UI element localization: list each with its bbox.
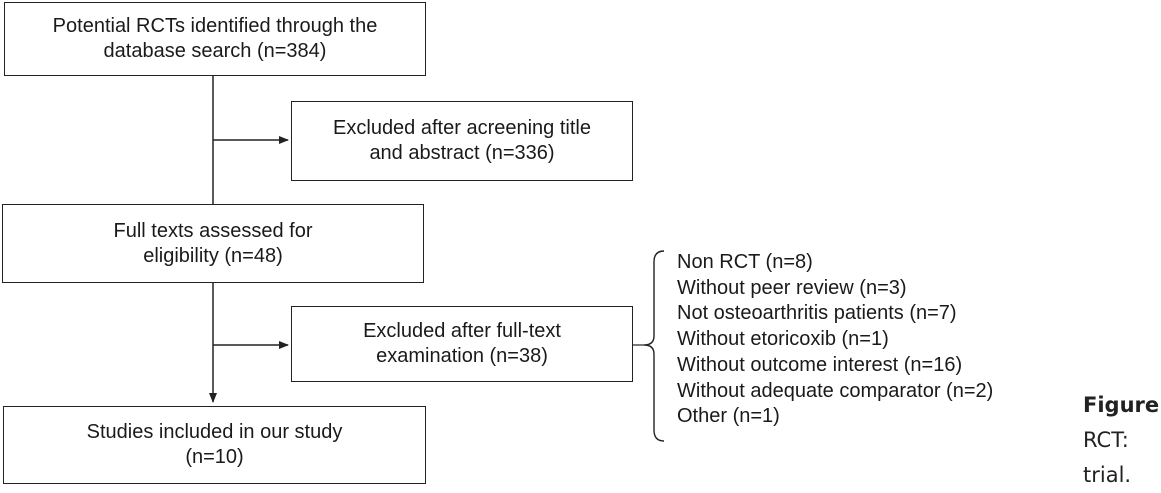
exclusion-reason: Without peer review (n=3) — [677, 276, 907, 299]
figure-caption: Figure RCT: trial. — [1083, 388, 1159, 493]
excluded-full-text-text: Excluded after full-text examination (n=… — [363, 320, 561, 367]
identified-records-box: Potential RCTs identified through the da… — [4, 2, 426, 76]
excluded-screening-text: Excluded after acreening title and abstr… — [333, 117, 591, 164]
excluded-full-text-box: Excluded after full-text examination (n=… — [291, 306, 633, 382]
excluded-screening-box: Excluded after acreening title and abstr… — [291, 101, 633, 181]
exclusion-reasons-brace — [643, 250, 665, 442]
exclusion-reason: Not osteoarthritis patients (n=7) — [677, 302, 957, 325]
exclusion-reason: Other (n=1) — [677, 405, 780, 428]
exclusion-reason: Non RCT (n=8) — [677, 251, 813, 273]
full-text-assessed-text: Full texts assessed for eligibility (n=4… — [113, 219, 313, 267]
exclusion-reasons-list: Non RCT (n=8) Without peer review (n=3) … — [677, 250, 993, 430]
caption-line-2: RCT: — [1083, 428, 1129, 452]
caption-line-1: Figure — [1083, 393, 1160, 417]
studies-included-box: Studies included in our study (n=10) — [3, 406, 426, 484]
exclusion-reason: Without adequate comparator (n=2) — [677, 379, 994, 402]
studies-included-text: Studies included in our study (n=10) — [86, 421, 343, 468]
exclusion-reason: Without outcome interest (n=16) — [677, 353, 963, 376]
full-text-assessed-box: Full texts assessed for eligibility (n=4… — [2, 204, 424, 283]
exclusion-reason: Without etoricoxib (n=1) — [677, 328, 889, 351]
caption-line-3: trial. — [1083, 463, 1132, 487]
identified-records-text: Potential RCTs identified through the da… — [52, 15, 378, 62]
